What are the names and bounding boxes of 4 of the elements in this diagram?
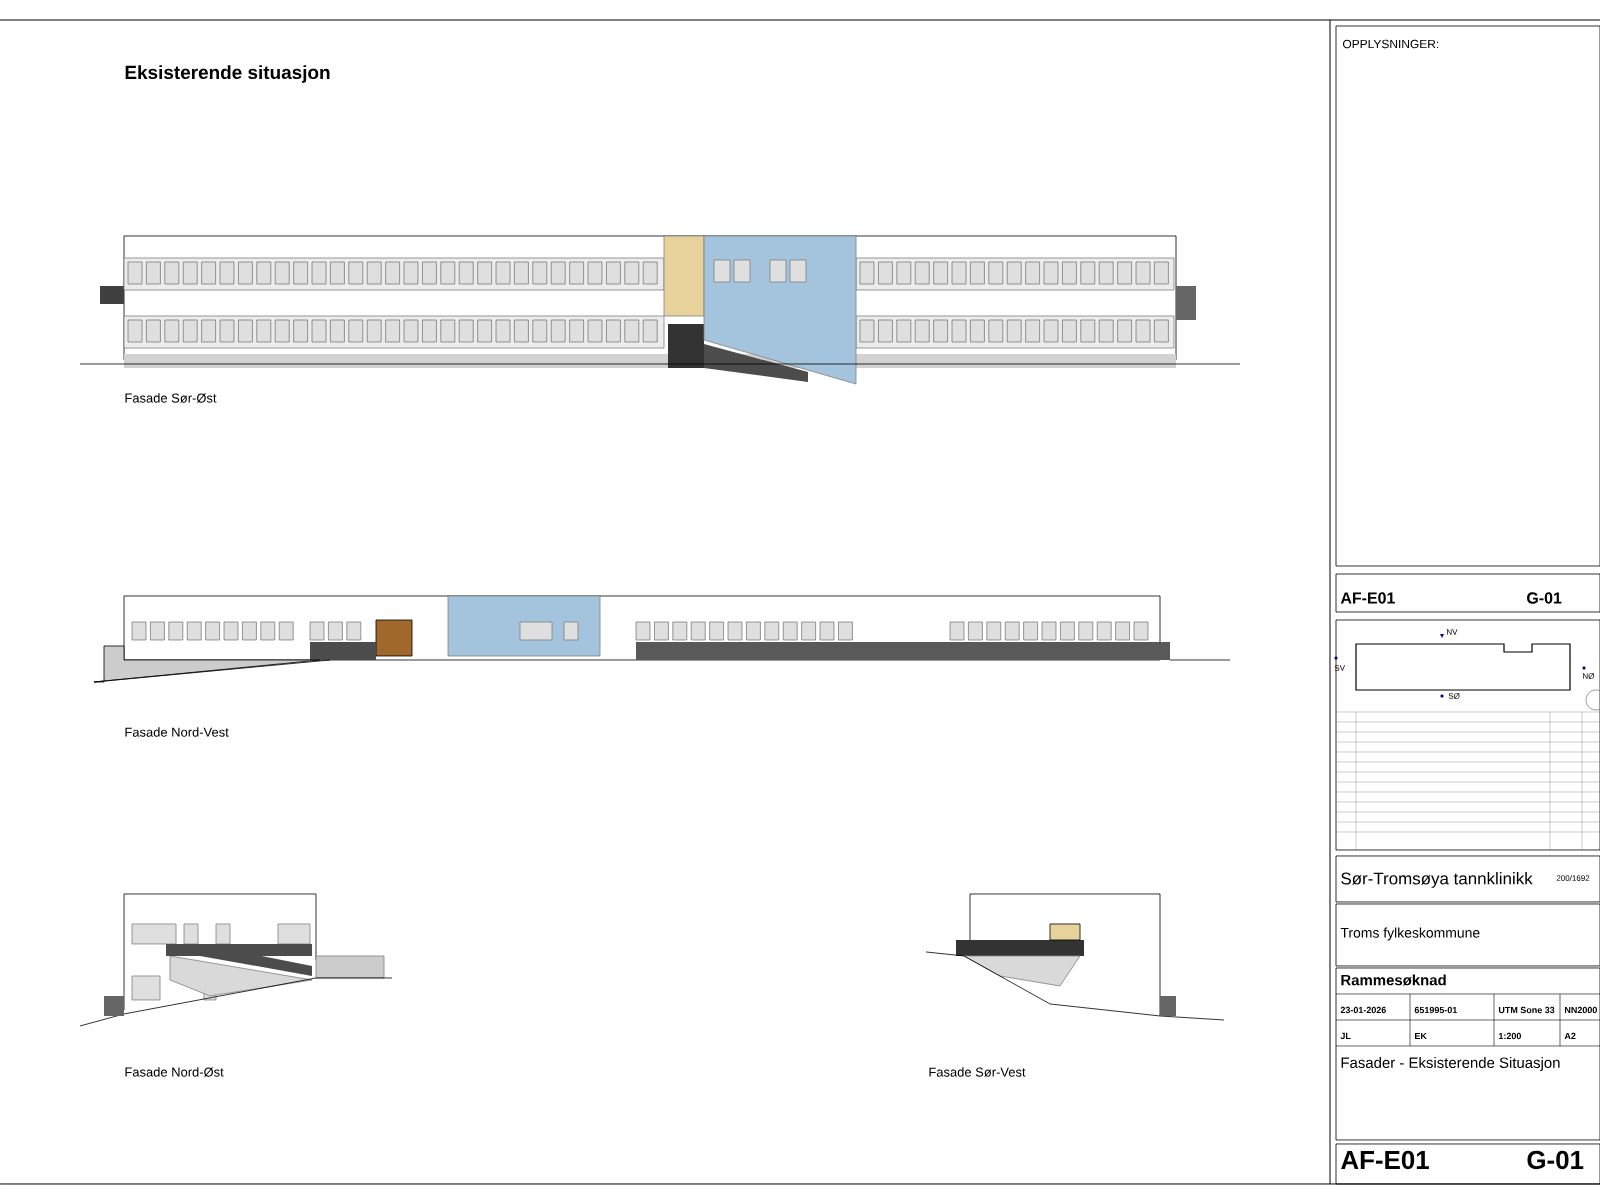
drawing-number: AF-E01 [1341, 1150, 1429, 1170]
sheet-title: Eksisterende situasjon [125, 65, 330, 83]
revision-number: G-01 [1527, 1150, 1584, 1170]
project-name: Sør-Tromsøya tannklinikk [1341, 872, 1533, 888]
